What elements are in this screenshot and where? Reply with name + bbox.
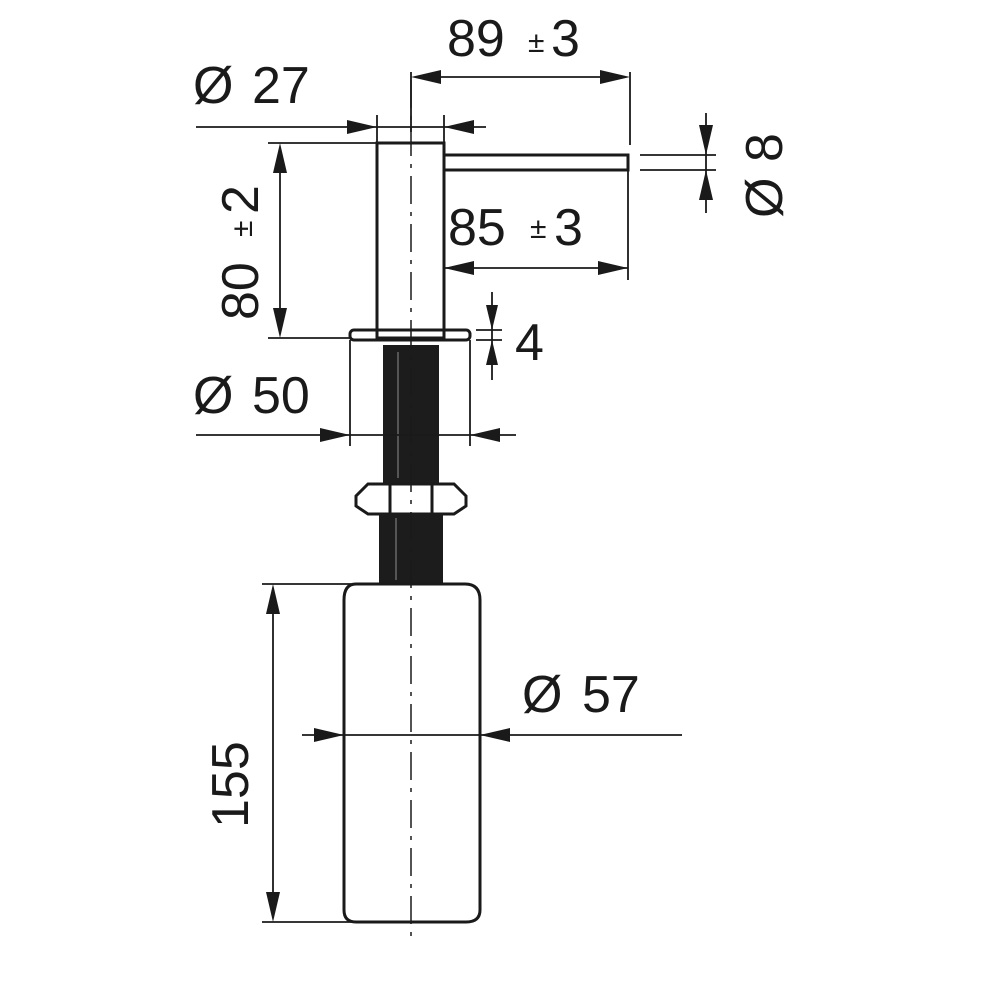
dim-89-tolerance: ± — [528, 26, 544, 59]
dim-80-tol-value: 2 — [212, 185, 270, 214]
dim-85-tolerance: ± — [530, 212, 546, 245]
dim-80-value: 80 — [212, 262, 270, 320]
dim-57-symbol: Ø — [522, 666, 562, 724]
mounting-nut — [354, 482, 468, 516]
dim-85-value: 85 — [448, 199, 506, 257]
dim-spout-diameter: Ø 8 — [640, 113, 794, 218]
dim-4-value: 4 — [515, 314, 544, 372]
mounting-flange — [348, 328, 472, 342]
dim-bottle-height: 155 — [202, 583, 356, 923]
dim-head-diameter: Ø 27 — [193, 57, 486, 143]
dim-155-value: 155 — [202, 741, 260, 828]
dispenser-spout — [444, 153, 630, 172]
dim-89-value: 89 — [447, 10, 505, 68]
dim-50-value: 50 — [252, 367, 310, 425]
dim-spout-length-outer: 89 ± 3 — [410, 10, 631, 145]
dim-27-symbol: Ø — [193, 57, 233, 115]
dim-89-tol-value: 3 — [551, 10, 580, 68]
dim-flange-thickness: 4 — [476, 292, 544, 380]
dim-57-value: 57 — [582, 666, 640, 724]
dim-8-value: 8 — [736, 133, 794, 162]
dim-bottle-diameter: Ø 57 — [302, 666, 682, 742]
dim-50-symbol: Ø — [193, 367, 233, 425]
soap-bottle — [342, 582, 482, 924]
dim-spout-length-inner: 85 ± 3 — [444, 170, 629, 280]
dim-80-tolerance: ± — [226, 221, 259, 237]
dim-8-symbol: Ø — [736, 178, 794, 218]
dim-85-tol-value: 3 — [554, 199, 583, 257]
dispenser-body — [342, 80, 630, 940]
dim-flange-diameter: Ø 50 — [193, 340, 516, 446]
dim-27-value: 27 — [252, 57, 310, 115]
dim-head-height: 80 ± 2 — [212, 142, 377, 339]
